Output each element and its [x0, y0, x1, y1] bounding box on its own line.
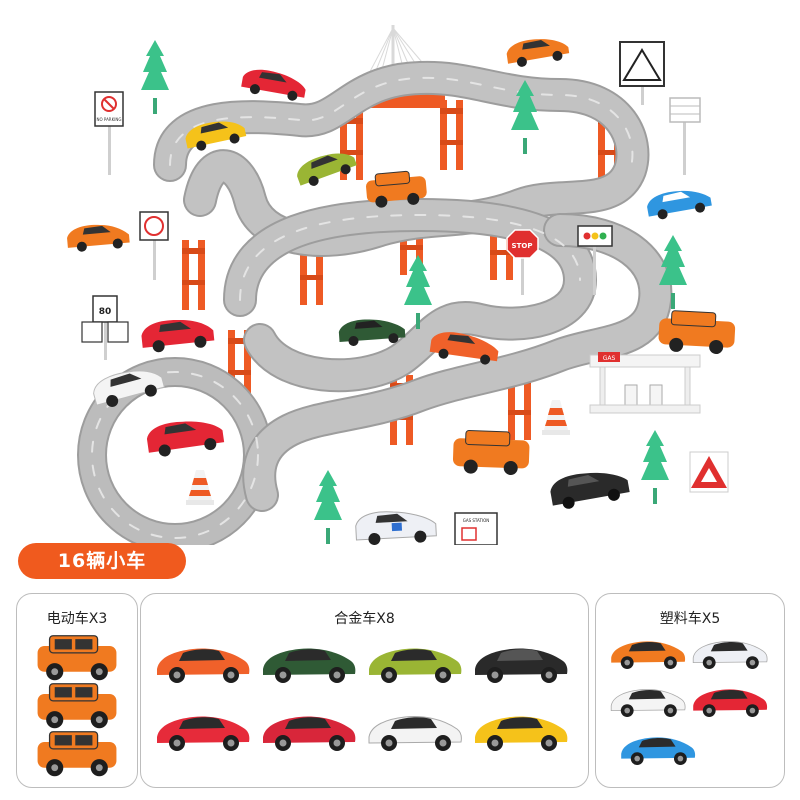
scene-car [185, 121, 247, 151]
car-alloy [365, 639, 465, 687]
no-parking-text: NO PARKING [97, 117, 122, 122]
car-plastic [690, 682, 770, 720]
scene-car [658, 310, 736, 354]
car-plastic [618, 730, 698, 768]
scene-car [366, 170, 427, 208]
road-signs: NO PARKING 80 STOP GAS STATION [81, 41, 729, 545]
scene-car [338, 319, 406, 346]
car-electric [31, 634, 123, 682]
car-count-badge: 16辆小车 [18, 543, 186, 579]
scene-car [141, 320, 215, 353]
track-scene: NO PARKING 80 STOP GAS STATION [67, 25, 736, 545]
panel-title-electric: 电动车X3 [46, 611, 108, 627]
panel-title-alloy: 合金车X8 [334, 611, 395, 627]
car-alloy [471, 707, 571, 755]
scene-car [93, 370, 165, 407]
gas-station-text: GAS STATION [463, 518, 490, 523]
scene-car [241, 69, 306, 101]
scene-car [429, 332, 499, 365]
car-alloy [259, 639, 359, 687]
scene-car [550, 472, 630, 509]
gas-text: GAS [603, 355, 616, 362]
car-alloy [471, 639, 571, 687]
scene-car [146, 421, 225, 457]
panel-electric: 电动车X3 [16, 593, 138, 788]
car-electric [31, 730, 123, 778]
car-alloy [365, 707, 465, 755]
car-plastic [690, 634, 770, 672]
stop-sign-text: STOP [512, 242, 533, 250]
scene-car [647, 190, 712, 220]
car-plastic [608, 634, 688, 672]
car-electric [31, 682, 123, 730]
car-alloy [153, 707, 253, 755]
car-plastic [608, 682, 688, 720]
panel-alloy: 合金车X8 [140, 593, 589, 788]
car-alloy [259, 707, 359, 755]
gas-station: GAS [589, 352, 701, 414]
speed-sign-text: 80 [99, 307, 112, 317]
scene-car [67, 224, 130, 252]
scene-car [297, 153, 357, 186]
panel-title-plastic: 塑料车X5 [659, 611, 721, 627]
panel-plastic: 塑料车X5 [595, 593, 785, 788]
scene-car [452, 430, 530, 476]
car-alloy [153, 639, 253, 687]
scene-car [355, 511, 437, 545]
track-layout [77, 60, 673, 545]
scene-car [506, 39, 570, 67]
scene-cars [67, 39, 736, 545]
